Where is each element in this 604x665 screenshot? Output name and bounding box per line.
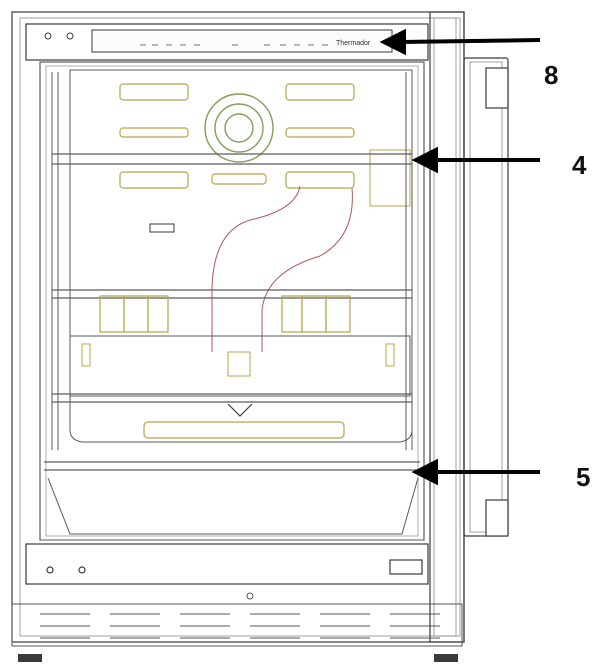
lower-trim [25, 543, 429, 585]
lower-section [69, 335, 411, 397]
door-handle [463, 57, 509, 537]
callout-5: 5 [576, 462, 590, 492]
brand-label: Thermador [336, 40, 371, 47]
shelf-lower [52, 393, 412, 403]
grille [11, 592, 463, 647]
inner-cavity [39, 61, 425, 541]
callout-8: 8 [544, 60, 558, 90]
connector [149, 223, 251, 377]
cavity-floor [40, 477, 424, 541]
rack-rails [51, 72, 413, 450]
callout-arrows [379, 28, 541, 486]
back-panel [69, 69, 413, 443]
door [429, 11, 465, 643]
shelf-4 [52, 153, 412, 165]
shelf-5 [44, 461, 420, 471]
control-panel: Thermador [25, 23, 429, 61]
upper-vents [119, 83, 355, 189]
bottom-vent-strip [143, 403, 345, 439]
shelf-middle [52, 289, 412, 299]
cabinet [11, 11, 465, 643]
fan-icon [204, 93, 274, 163]
callout-4: 4 [572, 150, 587, 180]
wiring [211, 185, 353, 352]
middle-vents [99, 295, 351, 333]
feet [18, 654, 458, 662]
